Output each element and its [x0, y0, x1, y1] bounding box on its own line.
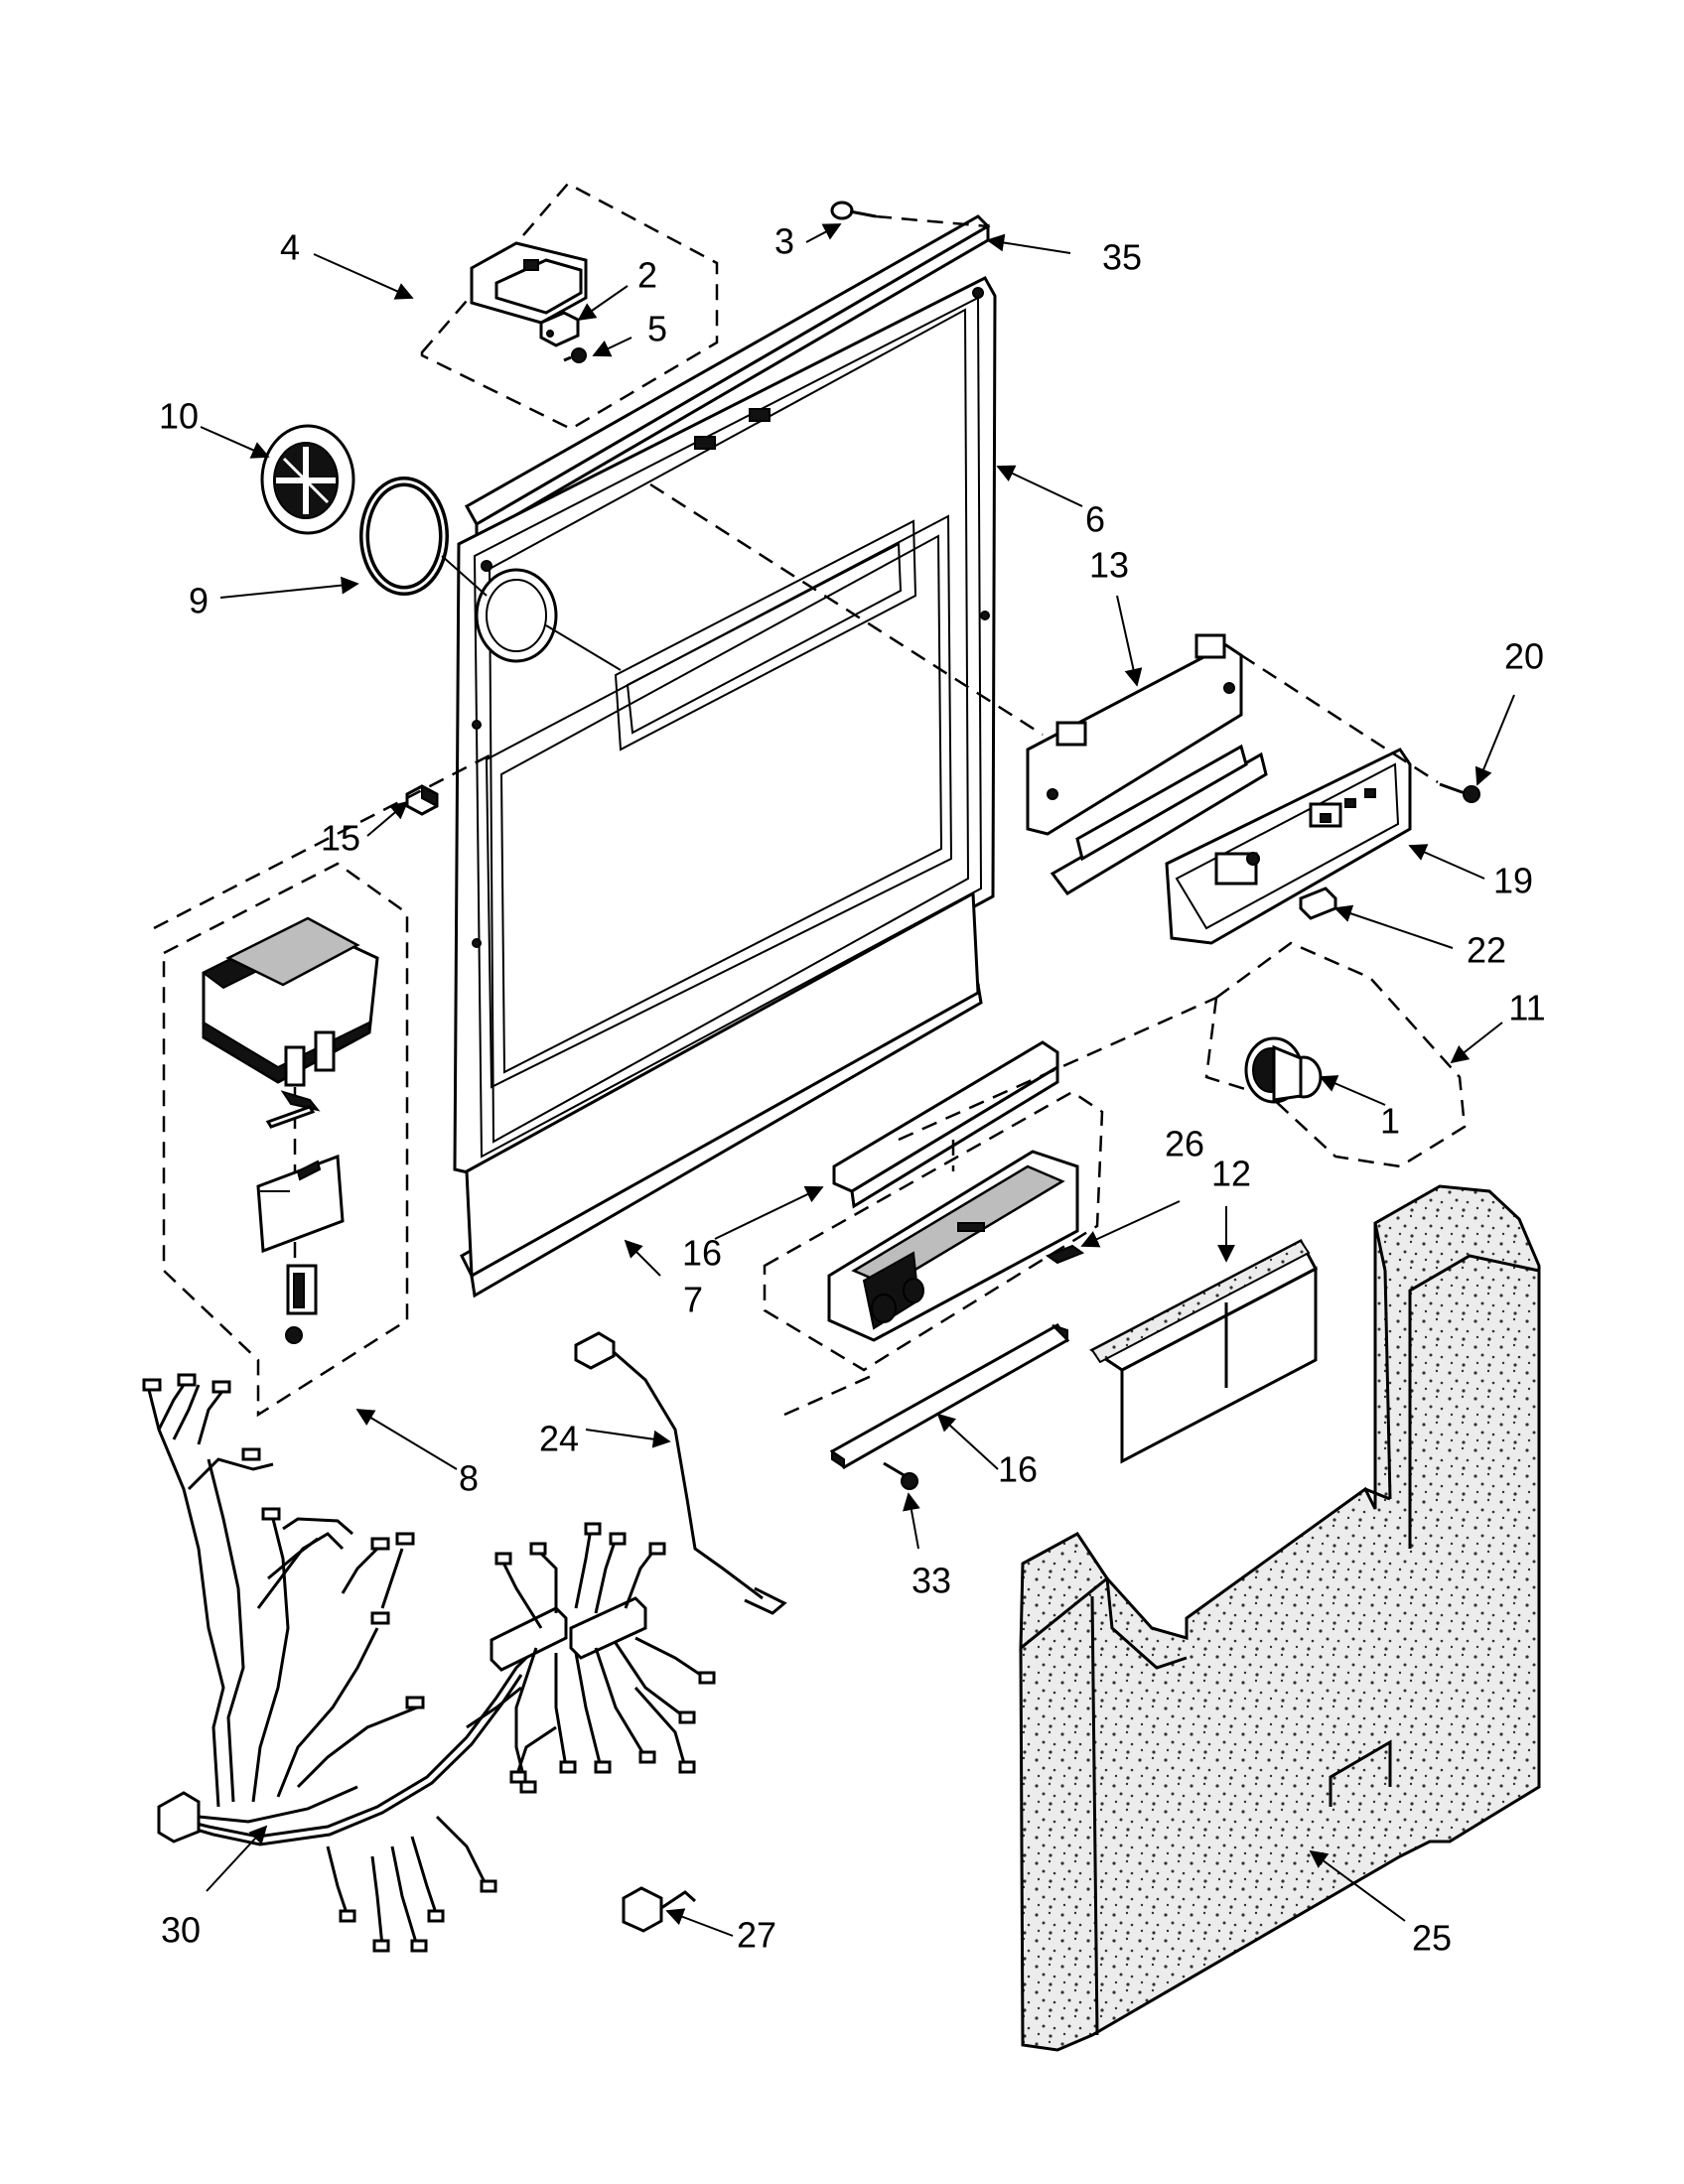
handle-trim-part-lower [829, 1323, 1070, 1469]
vent-alignment-line-2 [545, 624, 622, 671]
leader-arrows [200, 223, 1515, 1937]
switch-bracket-part [470, 241, 588, 325]
callout-20: 20 [1504, 636, 1544, 677]
vent-part [260, 424, 355, 535]
callout-4: 4 [280, 227, 300, 268]
latch-assembly-boundary [162, 862, 409, 1418]
vent-alignment-line [441, 555, 488, 597]
latch-spring-part [265, 1090, 321, 1129]
callout-6: 6 [1085, 499, 1105, 540]
insulation-pad-part [1089, 1238, 1319, 1464]
callout-30: 30 [161, 1910, 201, 1951]
knob-part [1244, 1036, 1323, 1104]
callout-22: 22 [1467, 930, 1506, 971]
callout-13: 13 [1089, 545, 1129, 586]
callout-11: 11 [1508, 988, 1545, 1028]
clip-part-15 [405, 784, 439, 816]
callout-labels: 1 2 3 4 5 6 7 8 9 10 11 12 13 15 16 16 1… [159, 221, 1546, 1959]
wiring-harness-part [142, 1373, 716, 1953]
bottom-trim-part [460, 890, 983, 1298]
latch-plunger-part [285, 1264, 318, 1344]
switch-part-2 [539, 311, 580, 347]
handle-housing-part [827, 1150, 1079, 1342]
callout-26: 26 [1165, 1124, 1204, 1164]
callout-1: 1 [1380, 1101, 1400, 1142]
callout-19: 19 [1493, 861, 1533, 901]
latch-alignment-dash [153, 752, 492, 930]
screw-part-20 [1439, 782, 1480, 803]
clip-part-26 [1045, 1244, 1085, 1265]
bracket-alignment-dash [649, 482, 1044, 737]
callout-12: 12 [1211, 1154, 1251, 1194]
callout-5: 5 [647, 309, 667, 349]
latch-cover-part [256, 1154, 345, 1254]
callout-10: 10 [159, 396, 199, 437]
callout-3: 3 [774, 221, 794, 262]
handle-trim-part-upper [832, 1040, 1059, 1209]
callout-16-upper: 16 [682, 1233, 722, 1274]
handle-alignment-dash [898, 996, 1217, 1142]
latch-housing-part [202, 916, 379, 1087]
control-board-part [1165, 748, 1412, 945]
control-bracket-part [1026, 633, 1268, 895]
callout-8: 8 [459, 1458, 479, 1499]
callout-7: 7 [683, 1280, 703, 1320]
callout-35: 35 [1102, 237, 1142, 278]
callout-9: 9 [189, 581, 209, 621]
knob-assembly-boundary [1204, 941, 1467, 1168]
callout-15: 15 [321, 818, 360, 859]
callout-24: 24 [539, 1419, 579, 1459]
callout-2: 2 [637, 255, 657, 296]
connector-part-22 [1299, 887, 1337, 920]
inner-door-panel-part [453, 276, 997, 1176]
callout-33: 33 [912, 1561, 951, 1601]
switch-assembly-boundary [420, 182, 719, 431]
door-insulation-part [1019, 1184, 1541, 2052]
screw-alignment-dash [1240, 653, 1439, 784]
callout-16-lower: 16 [998, 1449, 1038, 1490]
screw-part-33 [883, 1461, 918, 1490]
wire-part-24 [574, 1331, 787, 1615]
callout-25: 25 [1412, 1918, 1452, 1959]
gasket-ring-part [359, 477, 449, 596]
lower-trim-alignment-dash [783, 1373, 875, 1417]
callout-27: 27 [737, 1915, 776, 1956]
screw-part-5 [563, 347, 587, 363]
connector-part-27 [622, 1886, 697, 1933]
handle-assembly-boundary [763, 1090, 1104, 1372]
screw-part-3 [830, 201, 877, 220]
